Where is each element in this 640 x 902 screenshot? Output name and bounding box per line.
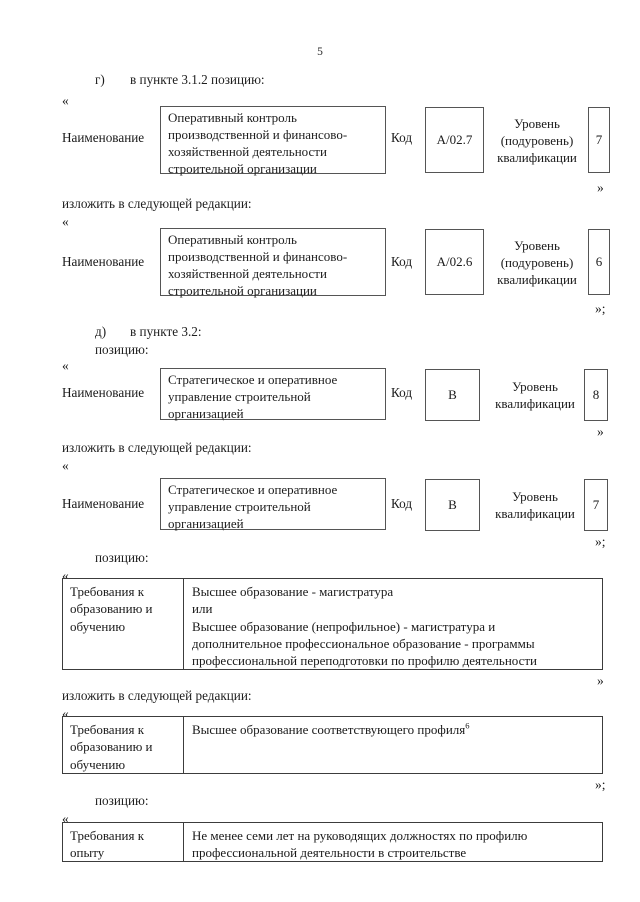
- requirement-key-2: Требования к образованию и обучению: [63, 717, 184, 773]
- requirement-key-1: Требования к образованию и обучению: [63, 579, 184, 669]
- name-box-3: Стратегическое и оперативное управление …: [160, 368, 386, 421]
- quote-close-5: »: [597, 673, 604, 688]
- level-box-3: 8: [584, 369, 608, 421]
- name-box-1: Оперативный контроль производственной и …: [160, 106, 386, 176]
- code-box-2: А/02.6: [425, 229, 484, 295]
- restate-text-1: изложить в следующей редакции:: [62, 196, 252, 211]
- position-word-2: позицию:: [95, 550, 149, 565]
- code-label-1: Код: [391, 130, 413, 145]
- level-label-1: Уровень (подуровень) квалификации: [497, 116, 577, 165]
- requirement-value-2: Высшее образование соответствующего проф…: [184, 717, 602, 773]
- quote-open-1: «: [62, 93, 69, 108]
- requirement-value-1: Высшее образование - магистратура или Вы…: [192, 584, 538, 669]
- quote-close-6: »;: [595, 777, 606, 792]
- list-letter-d: д): [95, 324, 107, 339]
- level-label-2: Уровень (подуровень) квалификации: [497, 238, 577, 287]
- level-label-3: Уровень квалификации: [495, 379, 575, 411]
- name-box-4: Стратегическое и оперативное управление …: [160, 478, 386, 531]
- quote-open-7: «: [62, 811, 69, 826]
- code-label-4: Код: [391, 496, 413, 511]
- section-d-intro: в пункте 3.2:: [130, 324, 202, 339]
- level-box-4: 7: [584, 479, 608, 531]
- level-box-2: 6: [588, 229, 610, 295]
- name-label-1: Наименование: [62, 130, 145, 145]
- level-box-1: 7: [588, 107, 610, 173]
- code-label-2: Код: [391, 254, 413, 269]
- name-box-2: Оперативный контроль производственной и …: [160, 228, 386, 298]
- name-label-2: Наименование: [62, 254, 145, 269]
- footnote-marker-6: 6: [465, 720, 470, 731]
- name-label-3: Наименование: [62, 385, 145, 400]
- restate-text-3: изложить в следующей редакции:: [62, 688, 252, 703]
- quote-close-1: »: [597, 180, 604, 195]
- quote-open-2: «: [62, 214, 69, 229]
- quote-open-3: «: [62, 358, 69, 373]
- code-box-4: В: [425, 479, 480, 531]
- restate-text-2: изложить в следующей редакции:: [62, 440, 252, 455]
- requirement-table-experience: Требования к опыту Не менее семи лет на …: [62, 822, 603, 862]
- quote-close-4: »;: [595, 534, 606, 549]
- section-g-intro: в пункте 3.1.2 позицию:: [130, 72, 265, 87]
- position-word-3: позицию:: [95, 793, 149, 808]
- quote-close-3: »: [597, 424, 604, 439]
- quote-open-4: «: [62, 458, 69, 473]
- name-label-4: Наименование: [62, 496, 145, 511]
- list-letter-g: г): [95, 72, 105, 87]
- code-box-3: В: [425, 369, 480, 421]
- requirement-value-3: Не менее семи лет на руководящих должнос…: [192, 828, 528, 861]
- requirement-table-education-new: Требования к образованию и обучению Высш…: [62, 716, 603, 774]
- requirement-key-3: Требования к опыту: [63, 823, 184, 861]
- code-label-3: Код: [391, 385, 413, 400]
- quote-close-2: »;: [595, 301, 606, 316]
- page-number: 5: [317, 46, 323, 58]
- quote-open-5: «: [62, 568, 69, 583]
- position-word-1: позицию:: [95, 342, 149, 357]
- requirement-value-2-text: Высшее образование соответствующего проф…: [192, 722, 466, 737]
- requirement-table-education-old: Требования к образованию и обучению Высш…: [62, 578, 603, 670]
- quote-open-6: «: [62, 706, 69, 721]
- level-label-4: Уровень квалификации: [495, 489, 575, 521]
- code-box-1: А/02.7: [425, 107, 484, 173]
